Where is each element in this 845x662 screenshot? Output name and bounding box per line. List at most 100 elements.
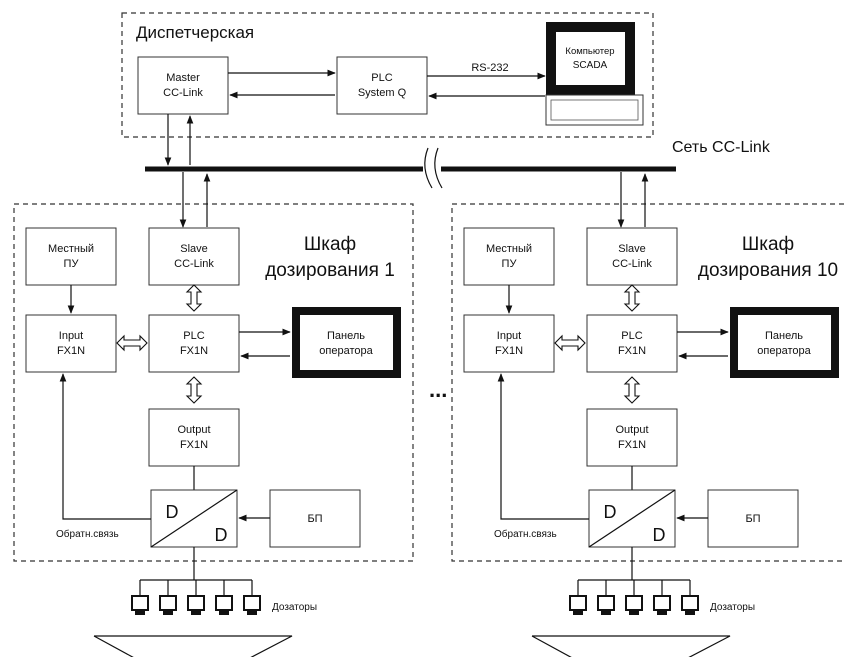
plc-output-double-arrow xyxy=(623,376,641,404)
local-control-block-label-1: Местный xyxy=(486,243,532,255)
cabinet-boundary xyxy=(451,203,845,562)
operator-panel-block[interactable]: Панель оператора xyxy=(292,307,401,378)
pc-label-1: Компьютер xyxy=(565,46,614,57)
ellipsis-label: ... xyxy=(429,377,447,402)
cabinet-title-2: дозирования 1 xyxy=(265,260,395,281)
feedback-arrow xyxy=(497,373,589,520)
master-label-1: Master xyxy=(166,72,200,84)
monitor-screen xyxy=(556,32,625,85)
plcq-label-2: System Q xyxy=(358,87,407,99)
dosers-label: Дозаторы xyxy=(710,602,755,613)
input-fx1n-block-label-1: Input xyxy=(497,330,521,342)
cabinet-title-2: дозирования 10 xyxy=(698,260,838,281)
doser-icon xyxy=(131,580,149,615)
master-cclink-block[interactable]: Master CC-Link xyxy=(137,56,229,115)
dispatch-room: Диспетчерская Master CC-Link PLC System … xyxy=(121,12,654,166)
plc-fx1n-block-label-2: FX1N xyxy=(618,345,646,357)
keyboard-icon xyxy=(550,99,639,121)
output-fx1n-block-label-1: Output xyxy=(177,424,210,436)
slave-plc-double-arrow xyxy=(185,284,203,312)
rs232-label: RS-232 xyxy=(471,62,508,74)
feedback-label: Обратн.связь xyxy=(56,528,119,540)
power-supply-block-label-1: БП xyxy=(745,513,760,525)
power-supply-block-label-1: БП xyxy=(307,513,322,525)
hopper-icon xyxy=(94,635,293,661)
network-label: Сеть CC-Link xyxy=(672,139,771,156)
dd-converter-block[interactable]: DD xyxy=(588,489,676,548)
slave-cclink-block-label-2: CC-Link xyxy=(174,258,214,270)
input-fx1n-block-label-2: FX1N xyxy=(495,345,523,357)
dd-converter-block[interactable]: DD xyxy=(150,489,238,548)
doser-icon xyxy=(681,580,699,615)
feedback-label: Обратн.связь xyxy=(494,528,557,540)
output-fx1n-block-label-2: FX1N xyxy=(180,439,208,451)
doser-icon xyxy=(243,580,261,615)
input-fx1n-block-label-1: Input xyxy=(59,330,83,342)
slave-cclink-block-label-1: Slave xyxy=(618,243,646,255)
output-fx1n-block-label-2: FX1N xyxy=(618,439,646,451)
hopper-edge xyxy=(531,635,577,661)
dd-converter-label-top: D xyxy=(166,502,179,522)
dd-converter-label-bottom: D xyxy=(653,525,666,545)
power-supply-block[interactable]: БП xyxy=(707,489,799,548)
operator-panel-label-1: Панель xyxy=(327,330,365,342)
dosers-label: Дозаторы xyxy=(272,602,317,613)
bus-break-mark-1 xyxy=(424,147,433,189)
cabinet-boundary xyxy=(13,203,414,562)
cc-link-bus: Сеть CC-Link xyxy=(145,139,771,189)
operator-panel-block[interactable]: Панель оператора xyxy=(730,307,839,378)
doser-icon xyxy=(159,580,177,615)
plc-system-q-block[interactable]: PLC System Q xyxy=(336,56,428,115)
slave-cclink-block-label-1: Slave xyxy=(180,243,208,255)
operator-panel-label-2: оператора xyxy=(757,345,811,357)
doser-icon xyxy=(597,580,615,615)
power-supply-block[interactable]: БП xyxy=(269,489,361,548)
doser-icon xyxy=(625,580,643,615)
scada-computer[interactable]: Компьютер SCADA xyxy=(545,22,644,126)
pc-label-2: SCADA xyxy=(573,60,608,71)
operator-panel-label-2: оператора xyxy=(319,345,373,357)
dispatch-title: Диспетчерская xyxy=(136,23,254,42)
doser-icon xyxy=(215,580,233,615)
cabinet-title-1: Шкаф xyxy=(742,234,794,255)
plc-fx1n-block-label-1: PLC xyxy=(183,330,204,342)
dd-converter-label-top: D xyxy=(604,502,617,522)
output-fx1n-block-label-1: Output xyxy=(615,424,648,436)
master-label-2: CC-Link xyxy=(163,87,203,99)
operator-panel-label-1: Панель xyxy=(765,330,803,342)
doser-icon xyxy=(653,580,671,615)
hopper-edge xyxy=(93,635,139,661)
slave-cclink-block-label-2: CC-Link xyxy=(612,258,652,270)
feedback-arrow xyxy=(59,373,151,520)
plc-fx1n-block-label-2: FX1N xyxy=(180,345,208,357)
input-plc-double-arrow xyxy=(116,334,148,352)
hopper-icon xyxy=(532,635,731,661)
plc-fx1n-block[interactable]: PLC FX1N xyxy=(148,314,240,373)
bus-break-mark-2 xyxy=(434,147,443,189)
local-control-block-label-1: Местный xyxy=(48,243,94,255)
plcq-label-1: PLC xyxy=(371,72,392,84)
dd-converter-label-bottom: D xyxy=(215,525,228,545)
cabinet-title-1: Шкаф xyxy=(304,234,356,255)
plc-fx1n-block[interactable]: PLC FX1N xyxy=(586,314,678,373)
local-control-block-label-2: ПУ xyxy=(502,258,518,270)
slave-plc-double-arrow xyxy=(623,284,641,312)
plc-output-double-arrow xyxy=(185,376,203,404)
plc-fx1n-block-label-1: PLC xyxy=(621,330,642,342)
local-control-block-label-2: ПУ xyxy=(64,258,80,270)
input-fx1n-block-label-2: FX1N xyxy=(57,345,85,357)
input-plc-double-arrow xyxy=(554,334,586,352)
